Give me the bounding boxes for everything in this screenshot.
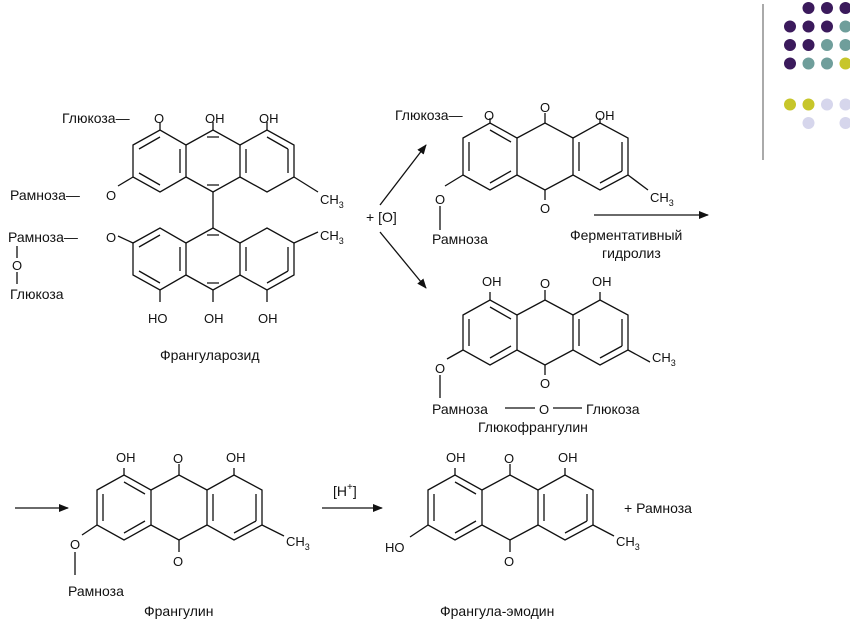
methyl-group: CH3 — [320, 228, 344, 246]
decorative-dot — [839, 57, 850, 70]
sugar-rhamnose-label: Рамноза — [432, 401, 488, 417]
methyl-group: CH3 — [652, 350, 676, 368]
decorative-dot — [802, 39, 815, 51]
decorative-dot — [802, 117, 815, 129]
decorative-dot — [802, 98, 815, 111]
ether-oxygen: O — [539, 402, 549, 417]
sugar-rhamnose-label: Рамноза — [432, 231, 488, 247]
decorative-dot — [839, 117, 850, 129]
ether-oxygen: O — [12, 258, 22, 273]
ether-oxygen: O — [154, 111, 164, 126]
compound-name-frangularoside: Франгуларозид — [160, 347, 260, 363]
sugar-rhamnose-label: Рамноза— — [8, 229, 78, 245]
hydroxyl-group: OH — [592, 274, 612, 289]
hydroxyl-group: OH — [446, 450, 466, 465]
sugar-rhamnose-label: Рамноза — [68, 583, 124, 599]
decorative-dot — [784, 98, 796, 111]
ether-oxygen: O — [435, 192, 445, 207]
process-label: Ферментативный — [570, 227, 682, 243]
decorative-dot — [821, 57, 833, 70]
sugar-glucose-label: Глюкоза— — [395, 107, 463, 123]
methyl-group: CH3 — [650, 190, 674, 208]
decorative-dot — [802, 57, 815, 70]
reaction-arrow — [379, 231, 427, 289]
compound-name-emodin: Франгула-эмодин — [440, 603, 554, 619]
frangulin-structure — [74, 464, 285, 575]
methyl-group: CH3 — [286, 534, 310, 552]
decorative-dot — [784, 20, 796, 33]
hydroxyl-group: OH — [595, 108, 615, 123]
decorative-dot — [821, 2, 833, 14]
decorative-dot — [821, 39, 833, 51]
glycoside-structure-top — [439, 113, 649, 230]
decorative-dot — [784, 39, 796, 51]
carbonyl-oxygen: O — [540, 100, 550, 115]
hydroxyl-group: OH — [204, 311, 224, 326]
hydroxyl-group: OH — [226, 450, 246, 465]
compound-name-frangulin: Франгулин — [144, 603, 213, 619]
carbonyl-oxygen: O — [540, 276, 550, 291]
hydroxyl-group: OH — [482, 274, 502, 289]
hydroxyl-group: HO — [385, 540, 405, 555]
ether-oxygen: O — [106, 188, 116, 203]
reaction-arrow — [379, 144, 427, 206]
decorative-dot — [821, 20, 833, 33]
ether-oxygen: O — [70, 537, 80, 552]
decorative-dot — [839, 2, 850, 14]
hydroxyl-group: OH — [558, 450, 578, 465]
methyl-group: CH3 — [320, 192, 344, 210]
sugar-glucose-label: Глюкоза — [10, 286, 64, 302]
hydroxyl-group: OH — [205, 111, 225, 126]
reagent-acid: [H+] — [333, 482, 357, 499]
sugar-glucose-label: Глюкоза— — [62, 110, 130, 126]
hydroxyl-group: HO — [148, 311, 168, 326]
reagent-oxygen: + [O] — [366, 209, 397, 225]
carbonyl-oxygen: O — [540, 201, 550, 216]
decorative-dot — [784, 57, 796, 70]
ether-oxygen: O — [106, 230, 116, 245]
decorative-dot — [839, 98, 850, 111]
carbonyl-oxygen: O — [504, 451, 514, 466]
compound-name-glucofrangulin: Глюкофрангулин — [478, 419, 588, 435]
process-label: гидролиз — [602, 245, 661, 261]
product-rhamnose-label: + Рамноза — [624, 500, 692, 516]
frangularoside-structure — [16, 122, 319, 302]
carbonyl-oxygen: O — [173, 554, 183, 569]
sugar-glucose-label: Глюкоза — [586, 401, 640, 417]
hydroxyl-group: OH — [259, 111, 279, 126]
methyl-group: CH3 — [616, 534, 640, 552]
sugar-rhamnose-label: Рамноза— — [10, 187, 80, 203]
ether-oxygen: O — [484, 108, 494, 123]
decorative-dot — [821, 98, 833, 111]
carbonyl-oxygen: O — [540, 376, 550, 391]
carbonyl-oxygen: O — [173, 451, 183, 466]
decorative-dot — [839, 20, 850, 33]
carbonyl-oxygen: O — [504, 554, 514, 569]
glucofrangulin-structure — [439, 290, 651, 409]
decorative-dot — [802, 2, 815, 14]
decorative-dot — [802, 20, 815, 33]
decorative-dot — [839, 39, 850, 51]
hydroxyl-group: OH — [258, 311, 278, 326]
emodin-structure — [409, 464, 615, 552]
ether-oxygen: O — [435, 361, 445, 376]
decorative-dot-grid — [784, 2, 850, 129]
hydroxyl-group: OH — [116, 450, 136, 465]
